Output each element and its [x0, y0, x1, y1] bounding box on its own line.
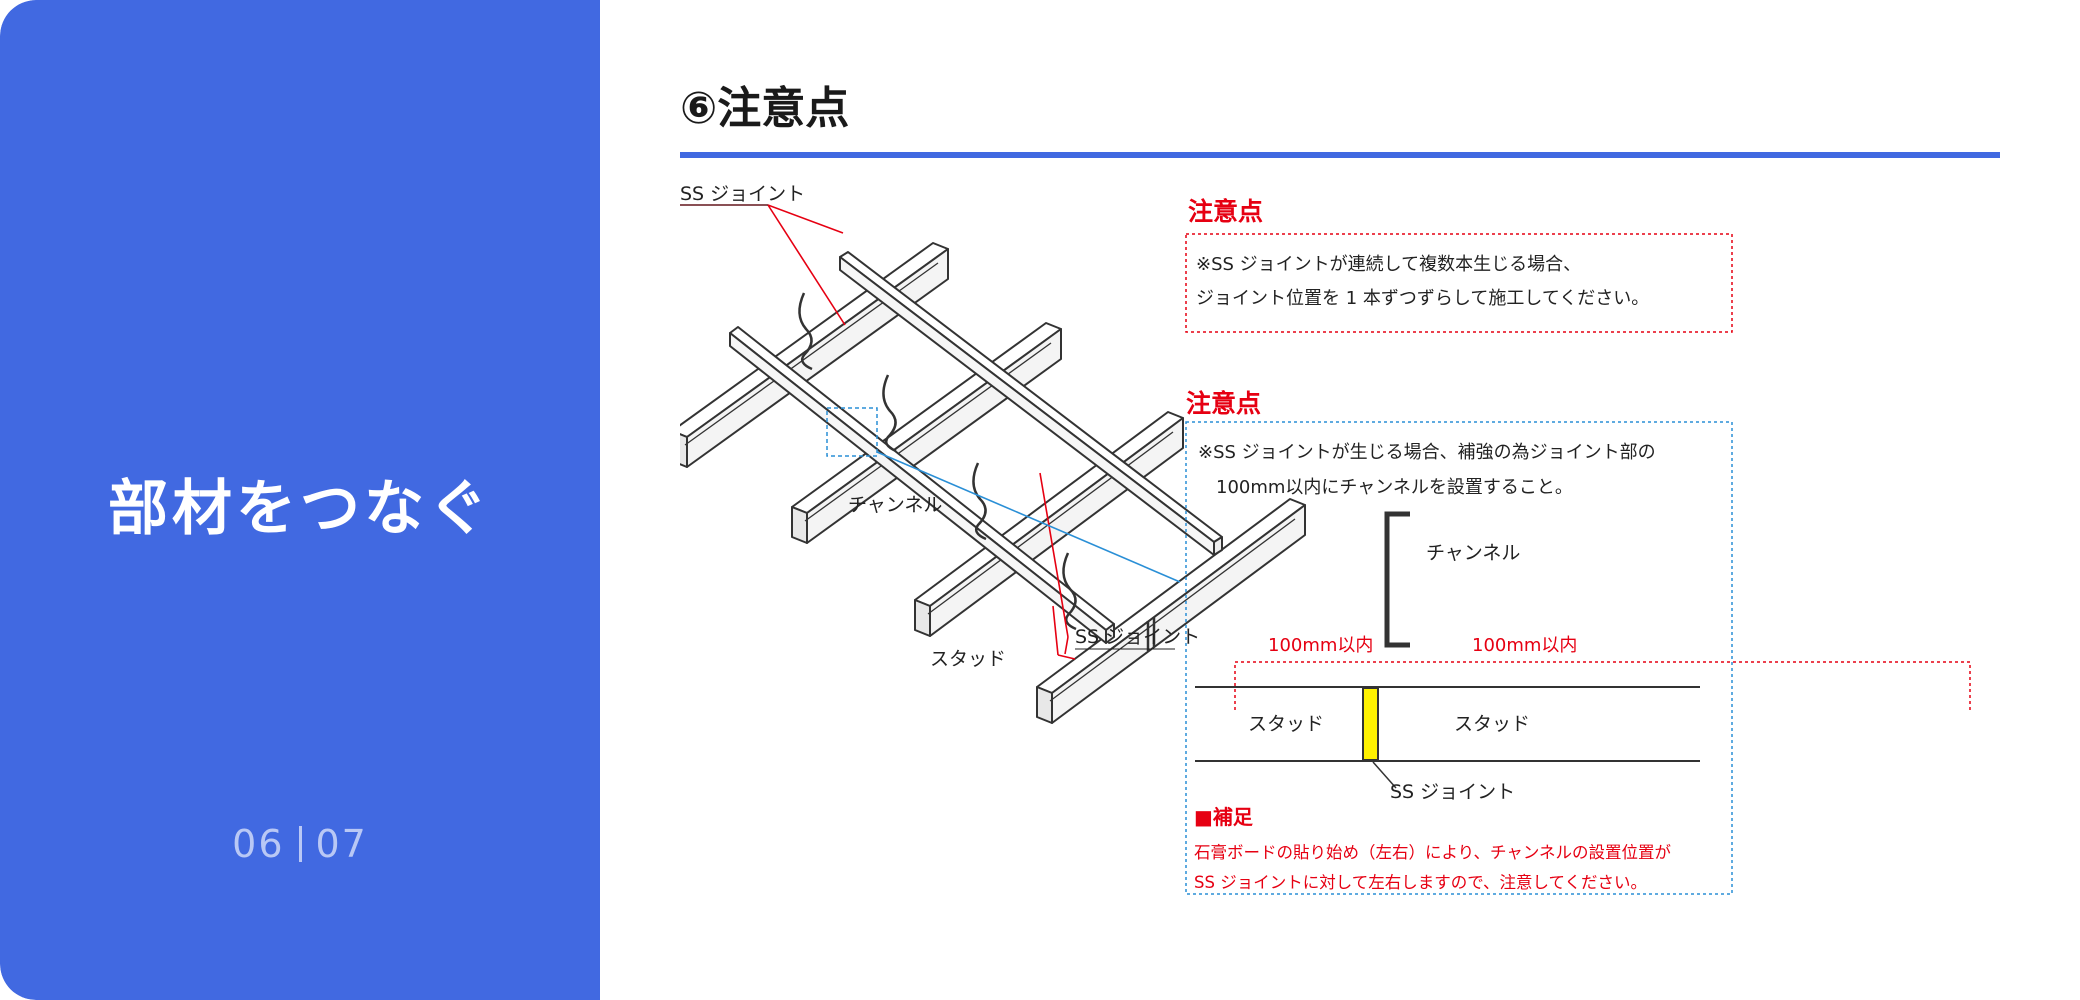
note-1-title: 注意点 [1188, 197, 1263, 226]
supplement-title: ■補足 [1194, 805, 1254, 829]
framing-illustration [680, 242, 1306, 724]
page-indicator: 06 07 [0, 822, 600, 866]
stud-label: スタッド [930, 648, 1006, 670]
page-total: 07 [315, 822, 368, 866]
hanger-clips [798, 292, 1077, 631]
section-title: 部材をつなぐ [108, 474, 492, 544]
note-1-line1: ※SS ジョイントが連続して複数本生じる場合、 [1196, 254, 1581, 275]
note-2-line1: ※SS ジョイントが生じる場合、補強の為ジョイント部の [1198, 442, 1656, 463]
ss-joint-label-bottom: SS ジョイント [1075, 626, 1200, 648]
supplement-line1: 石膏ボードの貼り始め（左右）により、チャンネルの設置位置が [1194, 842, 1672, 862]
title-underline [680, 152, 2000, 158]
ss-joint-leader [1372, 761, 1397, 789]
main-content: ⑥注意点 [600, 0, 2080, 1000]
note-1: 注意点 ※SS ジョイントが連続して複数本生じる場合、 ジョイント位置を 1 本… [1185, 197, 1733, 333]
ss-joint-block [1362, 687, 1379, 761]
note-1-box [1185, 233, 1733, 333]
channel-profile [1384, 511, 1410, 648]
channel-profile-label: チャンネル [1426, 542, 1520, 564]
joint-highlight-box [826, 407, 878, 457]
ss-joint-label-top: SS ジョイント [680, 183, 805, 205]
joint-diagram: SS ジョイント チャンネル スタッド SS ジョイント 注意点 ※SS ジョイ… [680, 183, 1971, 895]
channel-member [839, 251, 1223, 556]
right-range-label: 100mm以内 [1472, 635, 1577, 656]
channel-member [729, 326, 1115, 644]
stud-member [1036, 498, 1306, 724]
joint-leaders [680, 204, 1076, 660]
note-2-line2: 100mm以内にチャンネルを設置すること。 [1216, 477, 1573, 498]
sidebar: 部材をつなぐ 06 07 [0, 0, 600, 1000]
left-range-label: 100mm以内 [1268, 635, 1373, 656]
supplement-line2: SS ジョイントに対して左右しますので、注意してください。 [1194, 873, 1647, 892]
callout-leader [876, 451, 1181, 583]
channel-label: チャンネル [848, 494, 942, 516]
page-separator [298, 826, 302, 862]
page-title: ⑥注意点 [680, 83, 850, 134]
note-2-box [1185, 421, 1733, 895]
note-2-title: 注意点 [1186, 389, 1261, 418]
ss-joint-section-label: SS ジョイント [1390, 781, 1515, 803]
note-1-line2: ジョイント位置を 1 本ずつずらして施工してください。 [1196, 288, 1649, 309]
stud-right-label: スタッド [1454, 713, 1530, 735]
stud-left-label: スタッド [1248, 713, 1324, 735]
note-2: 注意点 ※SS ジョイントが生じる場合、補強の為ジョイント部の 100mm以内に… [1185, 389, 1971, 895]
page-current: 06 [232, 822, 285, 866]
